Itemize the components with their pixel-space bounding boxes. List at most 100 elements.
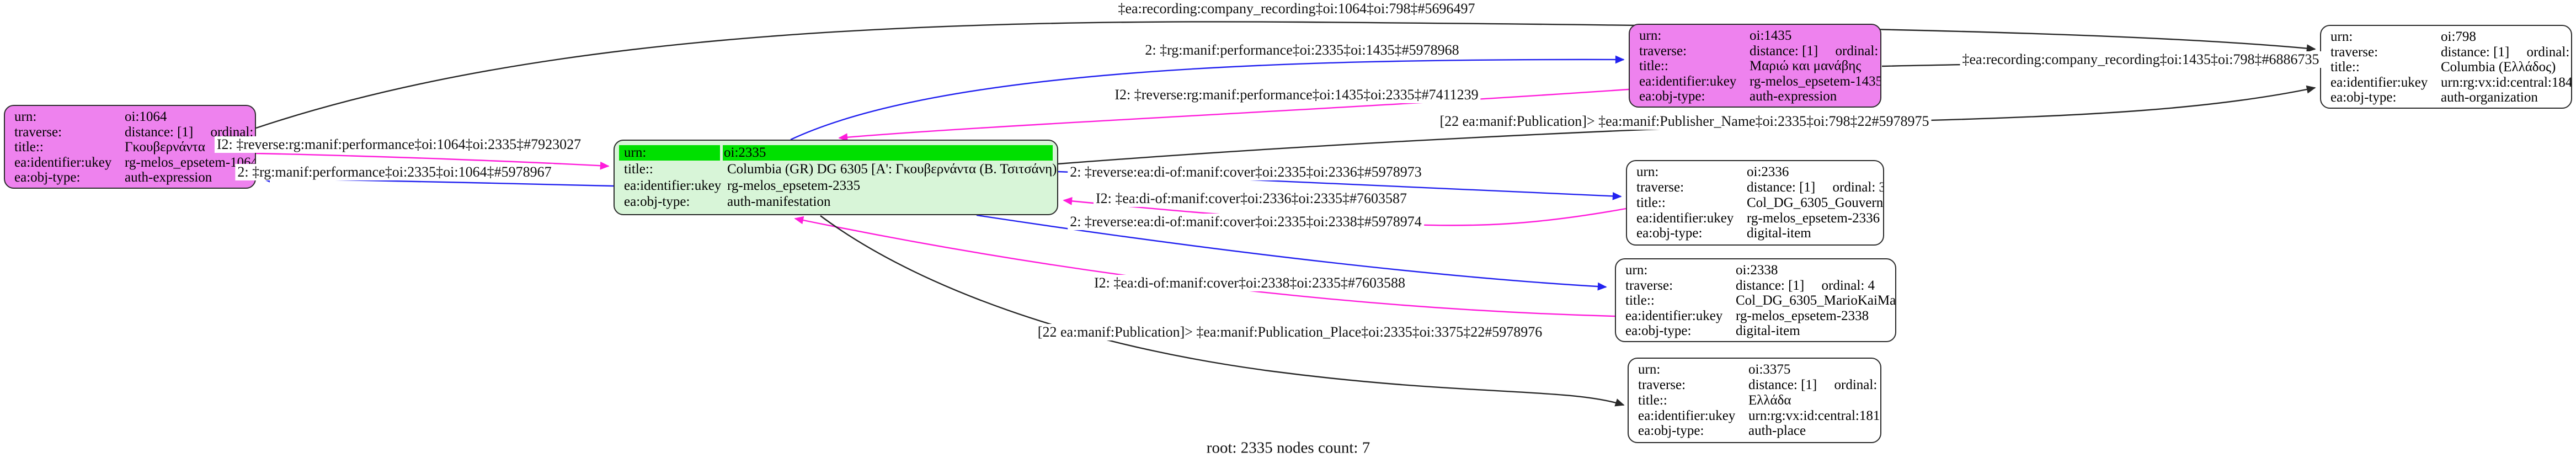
row-value: distance: [1] ordinal: 4 <box>1736 278 1875 293</box>
row-label: urn: <box>1636 164 1659 180</box>
row-label: title:: <box>2330 60 2360 74</box>
row-label: ea:obj-type: <box>624 194 690 210</box>
node-row: urn: oi:1435 <box>1630 28 1880 44</box>
node-row: traverse: distance: [1] ordinal: 4 <box>1616 278 1895 294</box>
row-label: title:: <box>1636 195 1666 210</box>
node-row: urn:oi:798 <box>2321 29 2571 45</box>
row-value: distance: [1] ordinal: 5 <box>2441 44 2571 60</box>
row-label: ea:obj-type: <box>1625 323 1692 338</box>
node-row: traverse: distance: [1] ordinal: 3 <box>1627 180 1883 195</box>
row-value: distance: [1] ordinal: 3 <box>1747 180 1883 195</box>
row-value: oi:798 <box>2441 29 2476 44</box>
row-value: oi:2338 <box>1736 263 1778 278</box>
row-value: auth-place <box>1748 423 1806 439</box>
edge-cover-2338-2335 <box>794 216 1615 317</box>
row-value: auth-expression <box>1750 89 1837 104</box>
row-label: ea:identifier:ukey <box>1625 308 1723 323</box>
row-label: ea:obj-type: <box>2330 90 2397 105</box>
row-label: urn: <box>1638 362 1661 377</box>
label-reverse-performance-1435-2335: I2: ‡reverse:rg:manif:performance‡oi:143… <box>1112 87 1481 103</box>
node-row: title::Columbia (Ελλάδος) <box>2321 60 2571 75</box>
row-label: ea:obj-type: <box>14 170 81 185</box>
node-oi-2338: urn: oi:2338 traverse: distance: [1] ordina… <box>1615 258 1896 342</box>
node-row: ea:obj-type: digital-item <box>1616 323 1895 339</box>
row-label: ea:identifier:ukey <box>14 155 112 170</box>
row-value: Μαριώ και μανάβης <box>1750 58 1862 73</box>
label-performance-2335-1435: 2: ‡rg:manif:performance‡oi:2335‡oi:1435… <box>1143 42 1462 58</box>
row-value: rg-melos_epsetem-2338 <box>1736 308 1869 323</box>
row-label: ea:identifier:ukey <box>1636 210 1734 226</box>
node-row: ea:obj-type: auth-expression <box>1630 89 1880 104</box>
row-label: traverse: <box>14 124 62 140</box>
row-label: ea:obj-type: <box>1639 89 1705 104</box>
row-value: distance: [1] ordinal: 6 <box>1748 377 1880 392</box>
label-publication-place-2335-3375: [22 ea:manif:Publication]> ‡ea:manif:Pub… <box>1035 324 1545 340</box>
row-value: oi:1435 <box>1750 28 1792 43</box>
row-value: Col_DG_6305_Gouvernanta <box>1747 195 1883 210</box>
row-label: ea:identifier:ukey <box>1638 408 1736 423</box>
row-value: rg-melos_epsetem-2335 <box>727 178 861 193</box>
graph-root-summary: root: 2335 nodes count: 7 <box>1206 439 1370 457</box>
node-row: ea:identifier:ukey rg-melos_epsetem-1435 <box>1630 74 1880 89</box>
row-value: oi:3375 <box>1748 362 1791 377</box>
node-row: ea:obj-type: auth-expression <box>5 170 255 185</box>
row-value: Columbia (Ελλάδος) <box>2441 60 2556 74</box>
node-row: title::Ελλάδα <box>1629 393 1880 408</box>
row-value: urn:rg:vx:id:central:181 <box>1748 408 1880 423</box>
row-label: ea:obj-type: <box>1636 226 1703 241</box>
row-value: auth-expression <box>125 170 212 185</box>
node-row: ea:obj-type: auth-place <box>1629 423 1880 439</box>
label-reverse-cover-2335-2338: 2: ‡reverse:ea:di-of:manif:cover‡oi:2335… <box>1068 214 1424 230</box>
label-cover-2338-2335: I2: ‡ea:di-of:manif:cover‡oi:2338‡oi:233… <box>1092 275 1407 291</box>
node-row: title::Col_DG_6305_Gouvernanta <box>1627 195 1883 211</box>
node-row: ea:obj-type: auth-manifestation <box>615 194 1057 210</box>
row-label: urn: <box>619 145 720 161</box>
row-label: urn: <box>1639 28 1662 43</box>
row-value: rg-melos_epsetem-1435 <box>1750 73 1880 89</box>
node-row: traverse:distance: [1] ordinal: 5 <box>2321 45 2571 60</box>
node-row: title::Columbia (GR) DG 6305 [Α': Γκουβε… <box>615 162 1057 177</box>
row-value: Ελλάδα <box>1748 392 1791 408</box>
node-row: ea:identifier:ukey rg-melos_epsetem-1064 <box>5 155 255 171</box>
row-label: title:: <box>1639 58 1668 73</box>
row-label: traverse: <box>1639 43 1687 58</box>
label-cover-2336-2335: I2: ‡ea:di-of:manif:cover‡oi:2336‡oi:233… <box>1094 190 1409 207</box>
row-value: urn:rg:vx:id:central:1840 <box>2441 74 2571 90</box>
label-performance-2335-1064: 2: ‡rg:manif:performance‡oi:2335‡oi:1064… <box>235 164 554 180</box>
row-value: digital-item <box>1747 226 1811 241</box>
row-label: urn: <box>14 109 37 124</box>
row-label: traverse: <box>1625 278 1673 293</box>
row-value: rg-melos_epsetem-2336 <box>1747 210 1880 226</box>
node-row: ea:identifier:ukey rg-melos_epsetem-2336 <box>1627 211 1883 226</box>
node-row: ea:obj-type: auth-organization <box>2321 90 2571 105</box>
node-row: ea:identifier:ukey urn:rg:vx:id:central:1… <box>1629 408 1880 424</box>
node-row: title::Col_DG_6305_MarioKaiManavis <box>1616 293 1895 308</box>
row-value: digital-item <box>1736 323 1800 338</box>
row-value: auth-organization <box>2441 90 2538 105</box>
node-row: urn:oi:2335 <box>619 145 1053 161</box>
node-row: urn:oi:1064 <box>5 109 255 125</box>
row-label: title:: <box>14 140 44 155</box>
row-label: title:: <box>624 161 653 177</box>
row-label: title:: <box>1625 293 1655 308</box>
label-company-recording-1435-798: ‡ea:recording:company_recording‡oi:1435‡… <box>1960 51 2322 68</box>
row-label: traverse: <box>1636 180 1684 195</box>
node-row: urn: oi:2338 <box>1616 263 1895 278</box>
row-value: Columbia (GR) DG 6305 [Α': Γκουβερνάντα … <box>727 161 1057 177</box>
node-row: traverse: distance: [1] ordinal: 2 <box>1630 44 1880 59</box>
row-label: ea:obj-type: <box>1638 423 1704 439</box>
row-label: ea:identifier:ukey <box>1639 73 1737 89</box>
row-value: distance: [1] ordinal: 2 <box>1750 43 1880 58</box>
label-reverse-performance-1064-2335: I2: ‡reverse:rg:manif:performance‡oi:106… <box>214 136 584 153</box>
node-row: ea:obj-type: digital-item <box>1627 226 1883 241</box>
row-value: Γκουβερνάντα <box>125 140 205 155</box>
edge-company-recording-1064-798 <box>255 21 2316 129</box>
row-value: auth-manifestation <box>727 194 831 210</box>
row-value: rg-melos_epsetem-1064 <box>125 155 255 170</box>
node-row: title::Γκουβερνάντα <box>5 140 255 155</box>
row-label: urn: <box>1625 263 1648 278</box>
